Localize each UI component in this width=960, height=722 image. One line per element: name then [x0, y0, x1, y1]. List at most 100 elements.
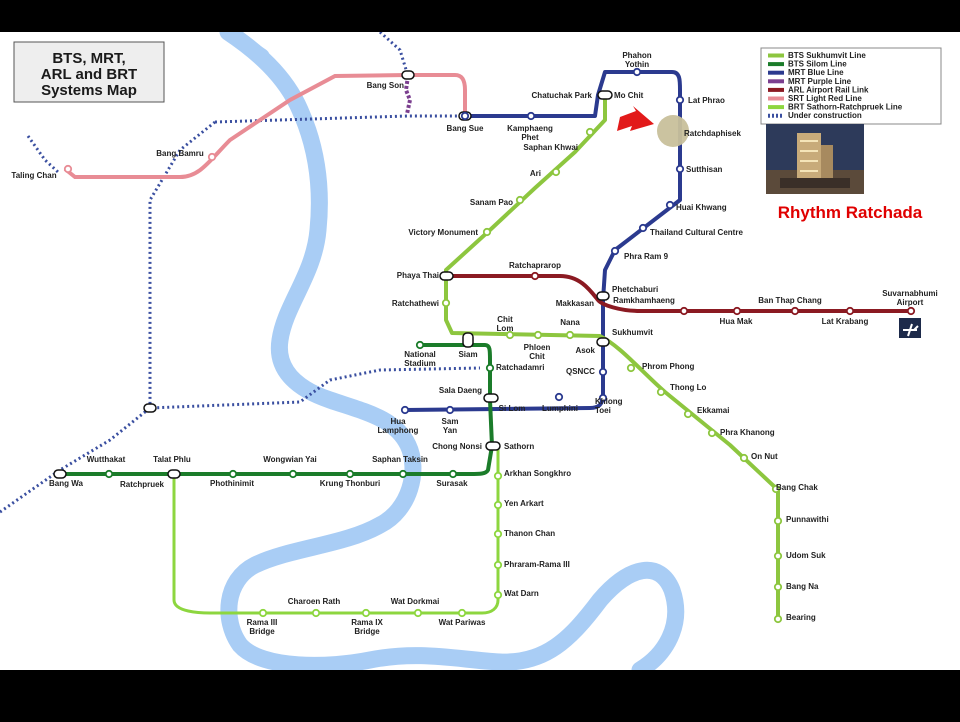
station-label[interactable]: Punnawithi — [786, 515, 829, 524]
station-label[interactable]: Ratchaprarop — [509, 261, 561, 270]
station-label[interactable]: Wat Pariwas — [439, 618, 486, 627]
station-label[interactable]: Talat Phlu — [153, 455, 191, 464]
station-label[interactable]: Ratchathewi — [392, 299, 439, 308]
station-label[interactable]: Siam — [458, 350, 477, 359]
station-label[interactable]: On Nut — [751, 452, 778, 461]
station-label[interactable]: Wutthakat — [87, 455, 126, 464]
station-label[interactable]: Bang Son — [367, 81, 404, 90]
station-label[interactable]: Phothinimit — [210, 479, 254, 488]
station-label[interactable]: Ari — [530, 169, 541, 178]
station-dot — [445, 405, 455, 415]
station-label[interactable]: Ratchadamri — [496, 363, 544, 372]
station-label[interactable]: Chatuchak Park — [532, 91, 593, 100]
station-label[interactable]: Asok — [575, 346, 595, 355]
station-dot — [258, 608, 268, 618]
srt-light-red-line — [63, 73, 467, 179]
station-dot — [675, 164, 685, 174]
station-label[interactable]: Krung Thonburi — [320, 479, 380, 488]
station-label[interactable]: Ratchdaphisek — [684, 129, 741, 138]
station-label[interactable]: Bang Chak — [776, 483, 818, 492]
station-label[interactable]: Lat Krabang — [822, 317, 869, 326]
station-label[interactable]: Phra Khanong — [720, 428, 775, 437]
station-label[interactable]: Hua Mak — [720, 317, 753, 326]
station-label[interactable]: Charoen Rath — [288, 597, 341, 606]
station-label[interactable]: Taling Chan — [11, 171, 56, 180]
station-label[interactable]: Makkasan — [556, 299, 594, 308]
station-label[interactable]: Phraram-Rama III — [504, 560, 570, 569]
station-dot — [598, 367, 608, 377]
station-label[interactable]: Sathorn — [504, 442, 534, 451]
station-label[interactable]: Mo Chit — [614, 91, 644, 100]
station-label[interactable]: Lumphini — [542, 404, 578, 413]
station-label[interactable]: Sala Daeng — [439, 386, 482, 395]
station-label[interactable]: Bang Bamru — [156, 149, 204, 158]
station-label[interactable]: Thanon Chan — [504, 529, 555, 538]
station-dot — [739, 453, 749, 463]
station-dot — [441, 298, 451, 308]
station-label[interactable]: Saphan Khwai — [523, 143, 578, 152]
station-label[interactable]: Phrom Phong — [642, 362, 695, 371]
station-dot — [493, 590, 503, 600]
station-label[interactable]: Udom Suk — [786, 551, 826, 560]
station-label[interactable]: Wat Darn — [504, 589, 539, 598]
station-label[interactable]: Victory Monument — [408, 228, 478, 237]
station-dot — [585, 127, 595, 137]
station-dot — [554, 392, 564, 402]
station-label[interactable]: Wat Dorkmai — [391, 597, 440, 606]
station-label[interactable]: Lat Phrao — [688, 96, 725, 105]
station-dot — [288, 469, 298, 479]
station-label[interactable]: Phra Ram 9 — [624, 252, 669, 261]
station-label[interactable]: Sanam Pao — [470, 198, 513, 207]
station-label[interactable]: Huai Khwang — [676, 203, 727, 212]
station-dot — [207, 152, 217, 162]
station-dot — [632, 67, 642, 77]
station-label[interactable]: Arkhan Songkhro — [504, 469, 571, 478]
station-label[interactable]: Sutthisan — [686, 165, 723, 174]
station-dot — [675, 95, 685, 105]
station-label[interactable]: Bang Na — [786, 582, 819, 591]
station-dot — [505, 330, 515, 340]
station-label[interactable]: Chong Nonsi — [432, 442, 482, 451]
legend-label: BTS Silom Line — [788, 60, 847, 69]
station-dot — [845, 306, 855, 316]
station-label[interactable]: Si Lom — [499, 404, 526, 413]
station-label[interactable]: Thailand Cultural Centre — [650, 228, 743, 237]
mrt-purple-line — [403, 75, 413, 115]
station-label[interactable]: Ramkhamhaeng — [613, 296, 675, 305]
station-dot — [626, 363, 636, 373]
station-label[interactable]: Surasak — [436, 479, 468, 488]
transit-map-svg: BTS, MRT, ARL and BRT Systems Map — [0, 32, 942, 670]
station-label[interactable]: Ratchpruek — [120, 480, 165, 489]
station-dot — [493, 560, 503, 570]
station-dot — [526, 111, 536, 121]
station-label[interactable]: QSNCC — [566, 367, 595, 376]
station-label[interactable]: Ban Thap Chang — [758, 296, 822, 305]
station-label[interactable]: Saphan Taksin — [372, 455, 428, 464]
station-label[interactable]: Bang Sue — [447, 124, 484, 133]
station-dot — [398, 469, 408, 479]
station-label[interactable]: Bearing — [786, 613, 816, 622]
station-label[interactable]: Phetchaburi — [612, 285, 658, 294]
station-label[interactable]: Phaya Thai — [397, 271, 439, 280]
legend-label: BRT Sathorn-Ratchpruek Line — [788, 103, 903, 112]
station-label[interactable]: Bang Wa — [49, 479, 83, 488]
station-label[interactable]: Yen Arkart — [504, 499, 544, 508]
station-label[interactable]: Nana — [560, 318, 580, 327]
station-label[interactable]: Sukhumvit — [612, 328, 653, 337]
station-dot — [311, 608, 321, 618]
station-label[interactable]: Wongwian Yai — [263, 455, 317, 464]
station-label[interactable]: Thong Lo — [670, 383, 707, 392]
station-label[interactable]: Ekkamai — [697, 406, 729, 415]
